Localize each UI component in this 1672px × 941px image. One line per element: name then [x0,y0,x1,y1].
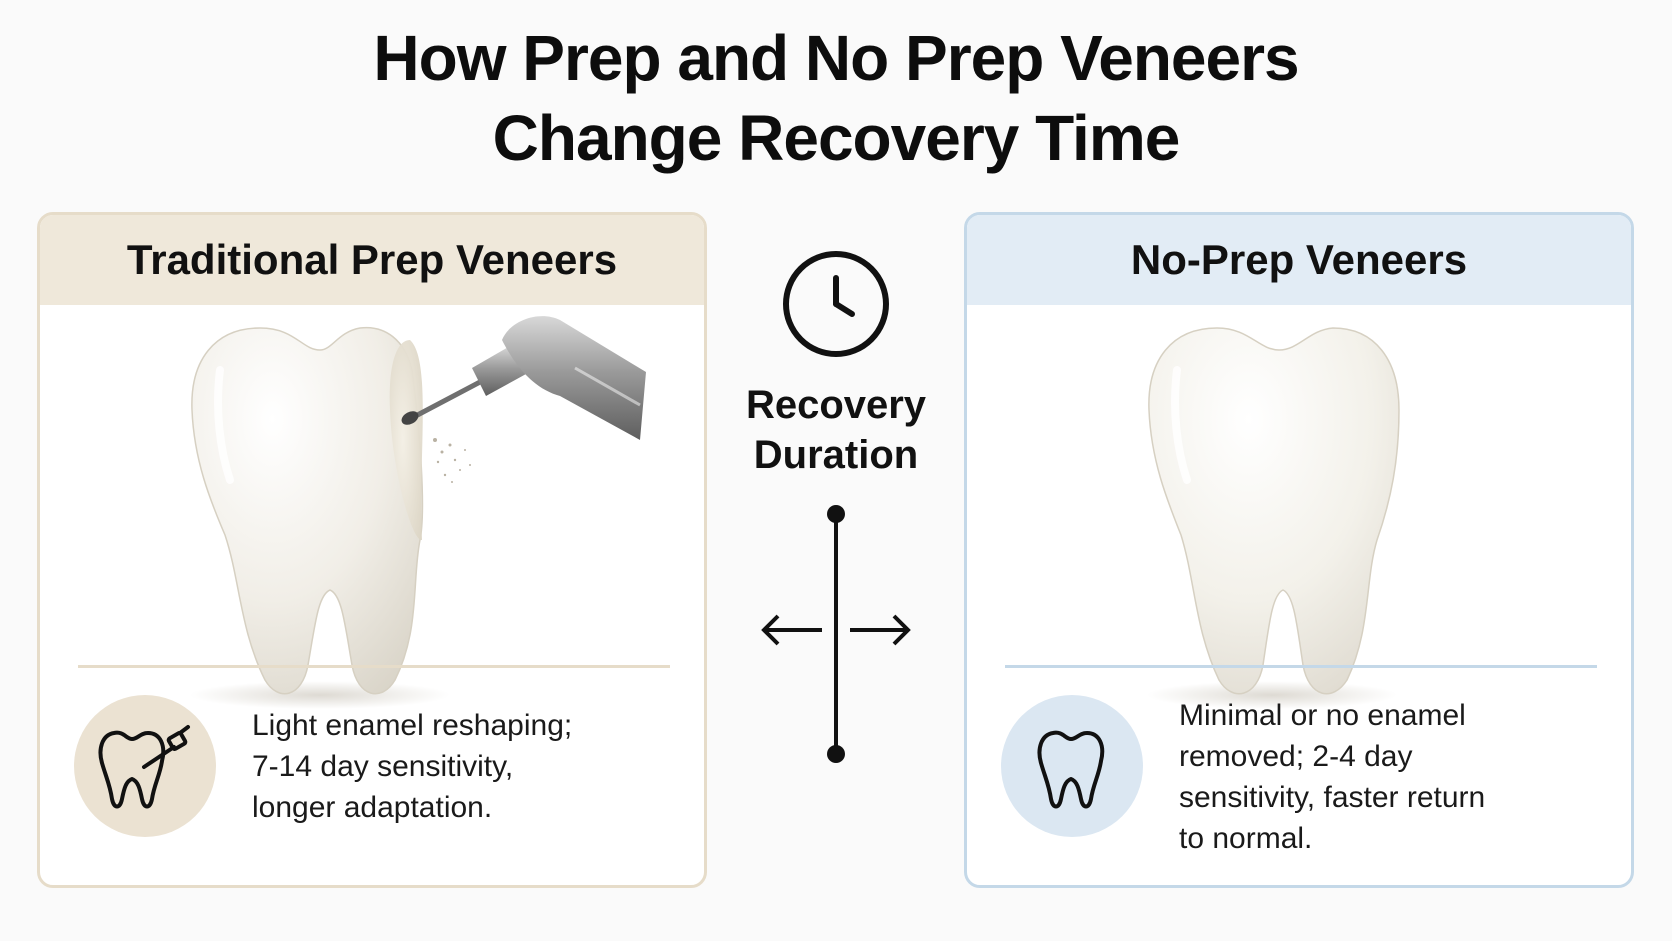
timeline-arrows-icon [761,505,911,763]
center-label-line-2: Duration [753,433,919,477]
center-label-line-1: Recovery [745,383,927,427]
traditional-desc-line: longer adaptation. [252,791,493,824]
tooth-drill-badge [74,695,216,837]
title-line-2: Change Recovery Time [492,102,1181,174]
page-title: How Prep and No Prep Veneers Change Reco… [0,18,1672,178]
traditional-prep-heading: Traditional Prep Veneers [40,215,704,305]
no-prep-desc-line: Minimal or no enamel [1179,699,1466,732]
intact-tooth-illustration [1147,327,1400,709]
no-prep-desc-line: to normal. [1179,822,1313,855]
recovery-duration-column: Recovery Duration [740,240,932,800]
traditional-prep-panel: Traditional Prep Veneers [37,212,707,888]
tooth-drill-icon [98,725,190,809]
no-prep-divider [1005,665,1597,668]
recovery-duration-label: Recovery Duration [740,380,932,480]
no-prep-desc-line: sensitivity, faster return [1179,781,1486,814]
clock-icon [783,251,889,357]
no-prep-description: Minimal or no enamel removed; 2-4 day se… [1179,695,1609,859]
traditional-desc-line: Light enamel reshaping; [252,709,573,742]
traditional-description: Light enamel reshaping; 7-14 day sensiti… [252,705,682,828]
tooth-with-drill-illustration [190,316,646,709]
traditional-divider [78,665,670,668]
tooth-badge [1001,695,1143,837]
no-prep-panel: No-Prep Veneers Minimal or no enamel rem… [964,212,1634,888]
traditional-desc-line: 7-14 day sensitivity, [252,750,514,783]
no-prep-desc-line: removed; 2-4 day [1179,740,1413,773]
no-prep-heading: No-Prep Veneers [967,215,1631,305]
tooth-icon [1037,730,1105,809]
title-line-1: How Prep and No Prep Veneers [373,22,1299,94]
